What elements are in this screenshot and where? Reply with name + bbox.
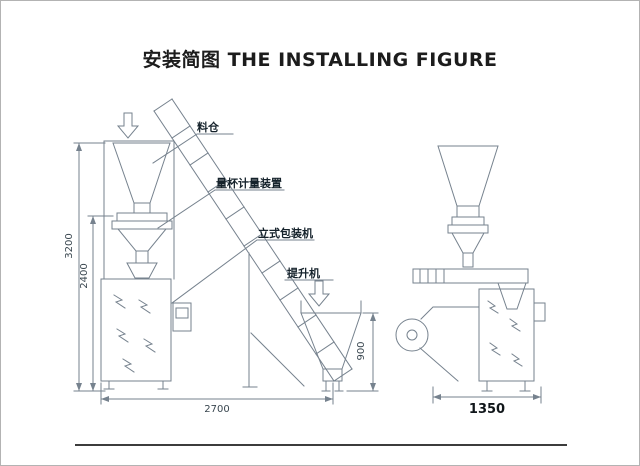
label-vertical-packer: 立式包装机 [171,226,315,304]
side-cabinet [478,288,535,382]
elevator-rungs [171,125,335,355]
hopper-label: 料仓 [197,120,220,134]
label-measuring-device: 量杯计量装置 [157,176,285,229]
elevator-label: 提升机 [287,266,320,280]
dim-side-width-text: 1350 [469,402,505,417]
dim-overall-height-text: 3200 [64,233,75,258]
front-view [100,112,192,390]
elevator-support-leg [242,252,305,388]
hopper-funnel [112,142,171,214]
film-roll-arm [419,306,480,382]
side-feet [481,380,531,392]
side-bag-former [497,282,527,310]
side-turntable [412,268,529,284]
dim-overall-width: 2700 [100,382,334,415]
packing-machine-cabinet [100,278,172,382]
vertical-packer-label: 立式包装机 [258,226,313,240]
film-roll [395,318,429,352]
dim-machine-height: 2400 [79,215,114,392]
control-pendant [172,302,192,332]
dim-elevator-hopper-height-text: 900 [356,341,367,360]
dim-elevator-hopper-height: 900 [346,312,379,392]
dim-machine-height-text: 2400 [79,263,90,288]
flow-arrow-icon [116,112,140,139]
elevator-feed-arrow-icon [307,280,331,307]
page-title: 安装简图 THE INSTALLING FIGURE [142,49,498,71]
dimensions-front: 3200 2400 2700 [64,142,379,415]
measuring-cup-device [111,212,173,279]
dim-overall-height: 3200 [64,142,106,392]
callouts: 料仓 量杯计量装置 立式包装机 提升机 [152,120,334,304]
dim-side-width: 1350 [432,386,542,417]
measuring-device-label: 量杯计量装置 [216,176,282,190]
label-elevator: 提升机 [284,266,334,281]
elevator-feed-hopper [300,300,362,392]
machine-feet [103,380,169,390]
machine-frame [103,140,175,280]
side-control-box [533,302,546,322]
side-view: 1350 [395,145,546,417]
dim-overall-width-text: 2700 [204,404,229,415]
label-hopper: 料仓 [152,120,234,164]
side-hopper-funnel [437,145,499,218]
side-measuring-device [447,216,489,268]
elevator [153,98,362,392]
